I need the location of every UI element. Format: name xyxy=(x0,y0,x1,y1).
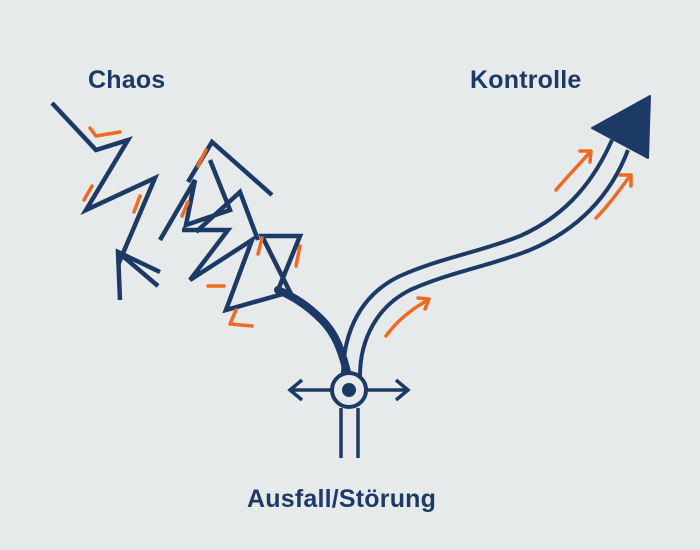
control-label: Kontrolle xyxy=(470,66,582,94)
control-accent-arrows xyxy=(384,149,633,338)
curved-arrow-icon xyxy=(341,95,651,377)
stem-icon xyxy=(339,408,360,458)
chaos-label: Chaos xyxy=(88,66,166,94)
bidirectional-junction-icon xyxy=(287,371,411,409)
chaos-accent-marks xyxy=(82,126,302,328)
chaos-branch-swoop xyxy=(274,286,351,376)
zigzag-arrow-icon xyxy=(50,101,304,314)
failure-label: Ausfall/Störung xyxy=(247,485,437,513)
